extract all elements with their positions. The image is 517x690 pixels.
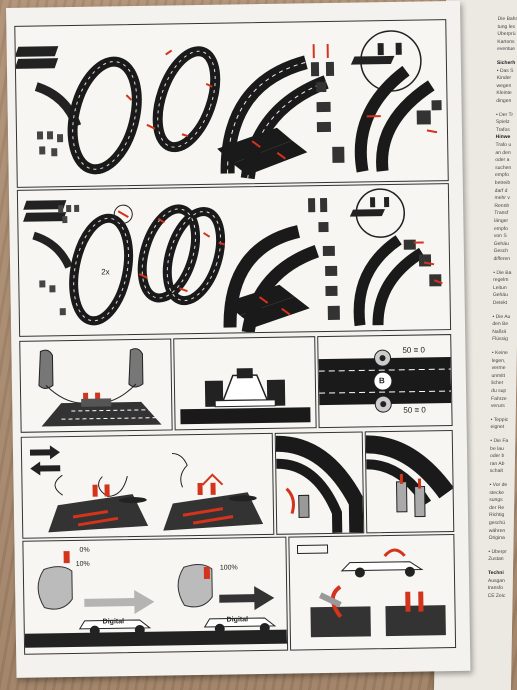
multiplier-label: 2x: [101, 267, 110, 277]
side-text-line: ran Ab: [489, 460, 505, 467]
lane-detail-left-illustration: [275, 435, 364, 533]
side-text-line: Origina: [488, 535, 505, 542]
side-text-line: • Das S: [496, 67, 514, 74]
percent-mid-label: 10%: [75, 560, 90, 568]
side-text-line: suchen: [495, 164, 512, 171]
side-text-line: licher: [491, 380, 504, 387]
panel-car-front-view: [173, 336, 317, 431]
side-text-line: Hinwe: [495, 134, 511, 141]
side-text-line: oder b: [490, 453, 505, 460]
side-text-line: • Teppic: [490, 416, 509, 423]
side-text-line: Leitun: [492, 284, 507, 291]
side-text-line: empfo: [494, 172, 509, 179]
lane-change-illustration: [29, 445, 264, 533]
percent-low-label: 0%: [79, 546, 90, 554]
guide-insert-illustration: [296, 544, 446, 638]
side-text-line: länger: [494, 218, 509, 224]
side-text-line: dingen: [496, 98, 512, 104]
panel-lane-detail-right: [364, 430, 455, 534]
panel-lane-detail-left: [274, 431, 365, 535]
panel-loop-assembly: [14, 19, 449, 188]
side-text-line: • Die Au: [492, 313, 511, 320]
marking-top-label: 50 ≡ 0: [402, 345, 425, 355]
car-brand-label-2: Digital: [226, 616, 249, 624]
side-text-line: Gehäu: [492, 292, 508, 299]
lane-detail-right-illustration: [365, 435, 454, 518]
side-text-line: eignet: [490, 424, 505, 431]
side-text-line: Trafo u: [495, 142, 512, 148]
instruction-diagram-sheet: 2x: [6, 0, 471, 678]
side-text-line: stecke: [489, 489, 504, 496]
side-text-line: Kleinte: [496, 90, 512, 97]
side-text-line: Zustan: [488, 556, 504, 563]
side-text-line: Spielz: [495, 119, 510, 126]
side-text-line: • Der Tr: [495, 111, 514, 118]
panel-track-marking: 50 ≡ 0 50 ≡ 0 B: [317, 334, 453, 429]
side-text-line: Die Bahn: [497, 16, 517, 22]
track-marking-illustration: [318, 349, 452, 413]
controllers-illustration: [38, 348, 162, 427]
panel-guide-insert: [288, 534, 457, 651]
side-text-line: geschü: [488, 520, 506, 526]
marking-bottom-label: 50 ≡ 0: [403, 405, 426, 415]
side-text-line: von S: [493, 233, 507, 240]
side-text-line: Techni: [487, 570, 504, 576]
side-text-line: • Die Ba: [493, 269, 512, 276]
side-text-line: be lau: [490, 445, 504, 452]
side-text-line: legen,: [491, 357, 506, 364]
side-text-line: Gehäu: [493, 240, 509, 247]
side-text-line: Kinder: [496, 75, 512, 82]
speed-control-illustration: [24, 551, 288, 648]
side-text-line: Transf: [494, 210, 509, 217]
side-text-line: Überprü: [497, 31, 516, 38]
side-text-line: Naßrä: [492, 328, 507, 335]
side-text-line: du sup: [491, 388, 507, 394]
side-text-line: sungs: [489, 497, 503, 504]
side-text-line: • Vor de: [489, 482, 508, 488]
side-text-line: währen: [488, 527, 506, 534]
side-text-line: betreib: [494, 180, 511, 186]
car-front-illustration: [180, 368, 311, 425]
side-text-line: • Die Fa: [490, 438, 509, 444]
side-text-line: Trafos: [495, 126, 510, 133]
side-text-line: an den: [495, 149, 511, 156]
side-text-line: Gesch: [493, 248, 509, 255]
car-brand-label-1: Digital: [102, 618, 125, 626]
side-text-line: regelm: [493, 277, 509, 284]
side-text-line: Flüssig: [492, 336, 508, 343]
panel-double-loop: 2x: [16, 183, 452, 337]
side-text-line: Kartons: [497, 38, 515, 45]
side-text-line: oder a: [495, 157, 510, 164]
side-text-line: darf d: [494, 187, 508, 194]
side-text-line: der Re: [489, 504, 505, 511]
side-text-line: Sicherh: [496, 60, 516, 66]
side-text-line: eventue: [497, 46, 516, 53]
side-text-line: Richtig: [488, 512, 505, 519]
side-text-line: differen: [493, 256, 511, 262]
side-text-line: • Keine: [491, 350, 508, 356]
side-text-line: unmitt: [491, 372, 506, 379]
loop-assembly-illustration: [15, 30, 442, 180]
side-text-line: tung les: [497, 23, 516, 30]
side-text-line: Rennb: [494, 202, 510, 209]
side-text-line: Detekt: [492, 300, 508, 306]
side-text-line: Fahrze: [491, 395, 507, 402]
side-text-line: empfo: [493, 225, 508, 232]
side-text-line: wegen: [496, 82, 512, 89]
side-text-line: • Überpr: [488, 548, 507, 555]
panel-lane-change: [20, 432, 275, 539]
side-text-line: CE Zeic: [487, 592, 506, 599]
marking-letter: B: [378, 376, 385, 386]
side-text-line: den Be: [492, 321, 509, 328]
side-text-line: verurs: [490, 403, 505, 410]
panel-speed-control: 0% 10% 100% Digital Digital: [22, 536, 289, 655]
side-text-line: verme: [491, 365, 506, 372]
side-text-line: schalt: [489, 468, 503, 475]
panel-controllers: [19, 338, 173, 433]
side-text-line: Ausgan: [487, 577, 505, 584]
percent-high-label: 100%: [219, 564, 238, 572]
double-loop-illustration: [23, 188, 443, 334]
side-text-line: mehr v: [494, 195, 510, 202]
side-text-line: transfo: [487, 585, 504, 592]
